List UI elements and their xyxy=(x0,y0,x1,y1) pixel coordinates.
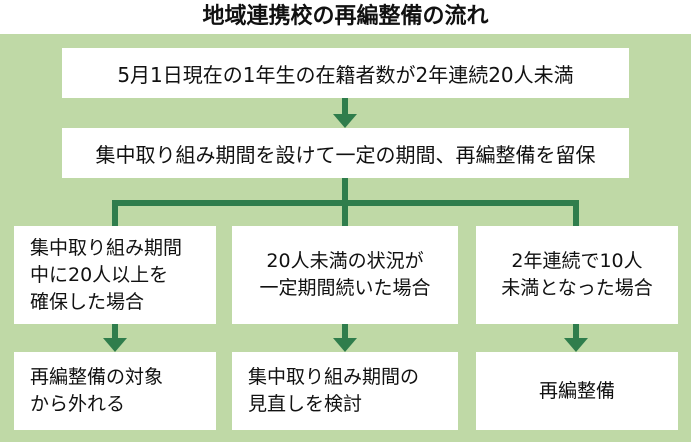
step2-box: 集中取り組み期間を設けて一定の期間、再編整備を留保 xyxy=(62,128,629,178)
condition-box-3: 2年連続で10人 未満となった場合 xyxy=(476,226,678,324)
result-box-1: 再編整備の対象 から外れる xyxy=(14,352,216,430)
condition-box-2: 20人未満の状況が 一定期間続いた場合 xyxy=(232,226,458,324)
result-box-3: 再編整備 xyxy=(476,352,678,430)
condition-box-1: 集中取り組み期間 中に20人以上を 確保した場合 xyxy=(14,226,216,324)
step1-box: 5月1日現在の1年生の在籍者数が2年連続20人未満 xyxy=(62,48,629,98)
result-box-2: 集中取り組み期間の 見直しを検討 xyxy=(232,352,458,430)
diagram-title: 地域連携校の再編整備の流れ xyxy=(202,4,489,29)
